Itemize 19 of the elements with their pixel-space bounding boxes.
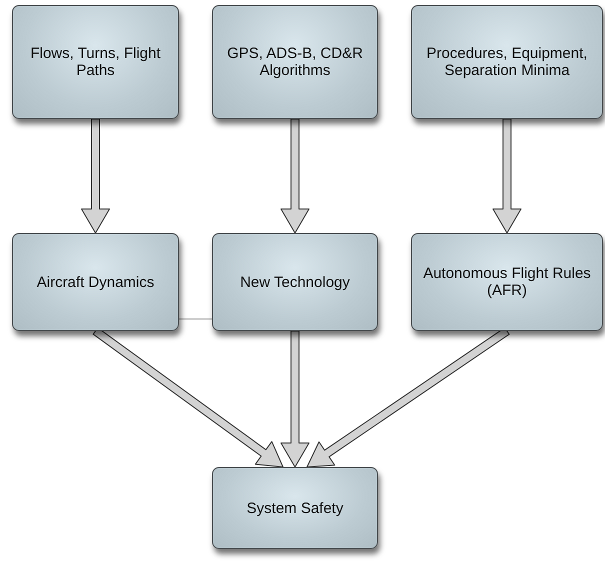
box-label: New Technology	[240, 274, 350, 290]
arrow	[280, 330, 310, 468]
box-label: Aircraft Dynamics	[36, 274, 154, 290]
process-box	[411, 5, 603, 119]
connector-line	[178, 318, 212, 320]
process-box	[411, 233, 603, 331]
process-box	[12, 233, 179, 331]
arrow	[81, 118, 110, 234]
arrow	[280, 118, 310, 234]
process-box	[212, 467, 378, 549]
box-label: System Safety	[246, 500, 344, 516]
process-box	[212, 233, 378, 331]
box-label: Procedures, Equipment, Separation Minima	[426, 45, 588, 79]
box-label: GPS, ADS-B, CD&R Algorithms	[226, 45, 364, 79]
process-box	[212, 5, 378, 119]
process-box	[12, 5, 179, 119]
box-label: Autonomous Flight Rules (AFR)	[422, 265, 592, 299]
box-label: Flows, Turns, Flight Paths	[29, 45, 162, 79]
arrow	[492, 118, 522, 234]
